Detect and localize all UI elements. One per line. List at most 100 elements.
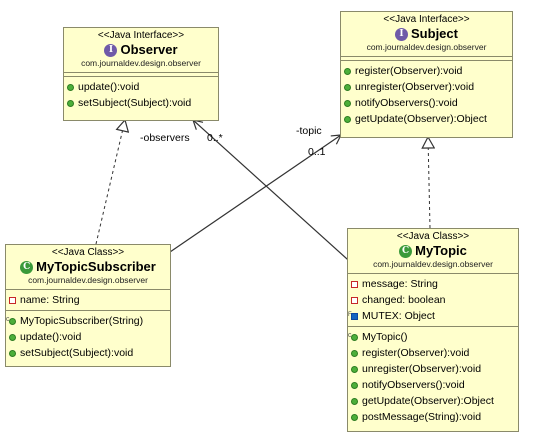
operation-label: unregister(Observer):void bbox=[355, 81, 475, 93]
observers-multiplicity-label: 0..* bbox=[207, 132, 223, 144]
public-method-icon bbox=[351, 365, 358, 373]
topic-attributes: message: String changed: boolean MUTEX: … bbox=[348, 273, 518, 326]
operation-row: register(Observer):void bbox=[351, 345, 515, 361]
observer-title: I Observer bbox=[66, 42, 216, 58]
private-field-icon bbox=[9, 296, 16, 304]
subscriber-attributes: name: String bbox=[6, 289, 170, 310]
subject-interface-box[interactable]: <<Java Interface>> I Subject com.journal… bbox=[340, 11, 513, 138]
operation-row: register(Observer):void bbox=[344, 63, 509, 79]
public-method-icon bbox=[344, 99, 351, 107]
observers-role-label: -observers bbox=[140, 132, 190, 144]
observers-association bbox=[192, 119, 358, 269]
attribute-row: changed: boolean bbox=[351, 292, 515, 308]
subscriber-title: C MyTopicSubscriber bbox=[8, 259, 168, 275]
topic-role-label: -topic bbox=[296, 125, 322, 137]
operation-label: getUpdate(Observer):Object bbox=[355, 113, 487, 125]
operation-label: notifyObservers():void bbox=[355, 97, 458, 109]
operation-row: notifyObservers():void bbox=[351, 377, 515, 393]
operation-label: postMessage(String):void bbox=[362, 411, 482, 423]
mytopic-class-box[interactable]: <<Java Class>> C MyTopic com.journaldev.… bbox=[347, 228, 519, 432]
operation-label: setSubject(Subject):void bbox=[78, 97, 192, 109]
subscriber-operations: MyTopicSubscriber(String) update():void … bbox=[6, 310, 170, 363]
observer-name: Observer bbox=[120, 42, 178, 57]
subscriber-name: MyTopicSubscriber bbox=[36, 259, 156, 274]
attribute-row: name: String bbox=[9, 292, 167, 308]
public-method-icon bbox=[67, 83, 74, 91]
observer-stereotype: <<Java Interface>> bbox=[97, 30, 185, 41]
operation-row: getUpdate(Observer):Object bbox=[351, 393, 515, 409]
operation-row: update():void bbox=[67, 79, 215, 95]
subject-attributes bbox=[341, 56, 512, 60]
public-method-icon bbox=[344, 115, 351, 123]
operation-row: unregister(Observer):void bbox=[351, 361, 515, 377]
subject-package: com.journaldev.design.observer bbox=[366, 42, 487, 52]
attribute-label: message: String bbox=[362, 278, 438, 290]
attribute-label: MUTEX: Object bbox=[362, 310, 435, 322]
private-field-icon bbox=[351, 296, 358, 304]
topic-package: com.journaldev.design.observer bbox=[373, 259, 493, 269]
subject-name: Subject bbox=[411, 26, 458, 41]
operation-label: unregister(Observer):void bbox=[362, 363, 482, 375]
operation-label: register(Observer):void bbox=[362, 347, 470, 359]
operation-label: MyTopicSubscriber(String) bbox=[20, 315, 144, 327]
subscriber-stereotype: <<Java Class>> bbox=[51, 247, 125, 258]
subscriber-realizes-observer bbox=[95, 120, 125, 245]
final-field-icon bbox=[348, 307, 358, 323]
operation-label: register(Observer):void bbox=[355, 65, 463, 77]
observer-header: <<Java Interface>> I Observer com.journa… bbox=[64, 28, 218, 72]
topic-multiplicity-label: 0..1 bbox=[308, 146, 326, 158]
interface-icon: I bbox=[395, 27, 409, 41]
operation-label: notifyObservers():void bbox=[362, 379, 465, 391]
public-method-icon bbox=[351, 413, 358, 421]
topic-header: <<Java Class>> C MyTopic com.journaldev.… bbox=[348, 229, 518, 273]
operation-row: getUpdate(Observer):Object bbox=[344, 111, 509, 127]
public-method-icon bbox=[67, 99, 74, 107]
topic-realizes-subject bbox=[428, 137, 430, 229]
class-icon: C bbox=[20, 260, 34, 274]
attribute-row: message: String bbox=[351, 276, 515, 292]
operation-row: MyTopicSubscriber(String) bbox=[6, 312, 167, 329]
subject-operations: register(Observer):void unregister(Obser… bbox=[341, 60, 512, 129]
private-field-icon bbox=[351, 280, 358, 288]
public-method-icon bbox=[351, 381, 358, 389]
public-method-icon bbox=[344, 67, 351, 75]
observer-interface-box[interactable]: <<Java Interface>> I Observer com.journa… bbox=[63, 27, 219, 121]
topic-stereotype: <<Java Class>> bbox=[396, 231, 470, 242]
subscriber-package: com.journaldev.design.observer bbox=[28, 275, 148, 285]
public-method-icon bbox=[351, 397, 358, 405]
constructor-icon bbox=[348, 328, 358, 344]
mytopicsubscriber-class-box[interactable]: <<Java Class>> C MyTopicSubscriber com.j… bbox=[5, 244, 171, 367]
attribute-row: MUTEX: Object bbox=[348, 307, 515, 324]
operation-row: MyTopic() bbox=[348, 328, 515, 345]
operation-row: notifyObservers():void bbox=[344, 95, 509, 111]
public-method-icon bbox=[344, 83, 351, 91]
constructor-icon bbox=[6, 312, 16, 328]
topic-operations: MyTopic() register(Observer):void unregi… bbox=[348, 326, 518, 427]
subject-header: <<Java Interface>> I Subject com.journal… bbox=[341, 12, 512, 56]
subject-title: I Subject bbox=[343, 26, 510, 42]
operation-label: MyTopic() bbox=[362, 331, 408, 343]
operation-label: setSubject(Subject):void bbox=[20, 347, 134, 359]
operation-row: unregister(Observer):void bbox=[344, 79, 509, 95]
operation-row: update():void bbox=[9, 329, 167, 345]
operation-label: getUpdate(Observer):Object bbox=[362, 395, 494, 407]
operation-row: setSubject(Subject):void bbox=[67, 95, 215, 111]
operation-label: update():void bbox=[78, 81, 140, 93]
public-method-icon bbox=[9, 349, 16, 357]
observer-operations: update():void setSubject(Subject):void bbox=[64, 76, 218, 113]
class-icon: C bbox=[399, 244, 413, 258]
interface-icon: I bbox=[104, 43, 118, 57]
subscriber-header: <<Java Class>> C MyTopicSubscriber com.j… bbox=[6, 245, 170, 289]
observer-attributes bbox=[64, 72, 218, 76]
topic-name: MyTopic bbox=[415, 243, 467, 258]
attribute-label: changed: boolean bbox=[362, 294, 446, 306]
operation-row: postMessage(String):void bbox=[351, 409, 515, 425]
public-method-icon bbox=[9, 333, 16, 341]
operation-row: setSubject(Subject):void bbox=[9, 345, 167, 361]
public-method-icon bbox=[351, 349, 358, 357]
attribute-label: name: String bbox=[20, 294, 80, 306]
topic-association bbox=[169, 134, 343, 253]
observer-package: com.journaldev.design.observer bbox=[81, 58, 201, 68]
operation-label: update():void bbox=[20, 331, 82, 343]
